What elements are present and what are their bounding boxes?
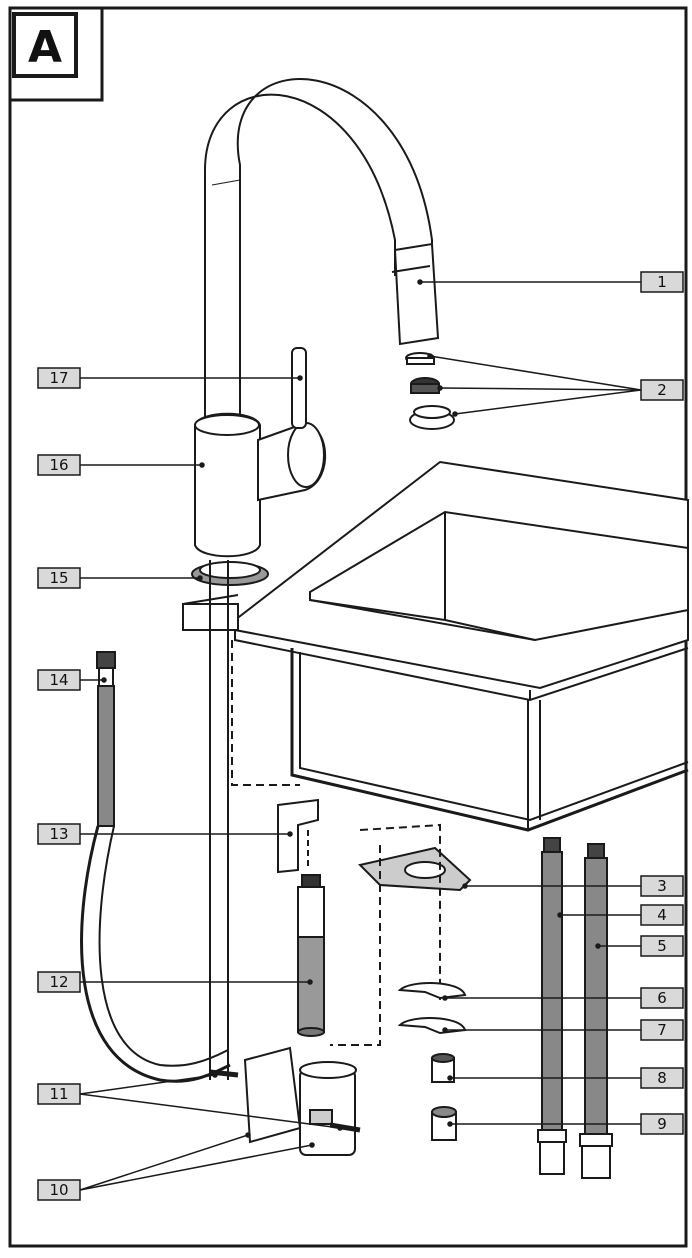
mounting-block: [209, 1046, 361, 1156]
leader-dot-8: [447, 1075, 453, 1081]
callout-number-15: 15: [49, 569, 68, 587]
callout-box-17: [37, 367, 81, 389]
leader-line-2: [439, 387, 642, 391]
callout-number-12: 12: [49, 973, 68, 991]
leader-dot-7: [442, 1027, 448, 1033]
callout-number-1: 1: [657, 273, 667, 291]
leader-dot-14: [101, 677, 107, 683]
callout-box-16: [37, 454, 81, 476]
callout-box-11: [37, 1083, 81, 1105]
callout-number-9: 9: [657, 1115, 667, 1133]
leader-dot-10: [245, 1132, 251, 1138]
callout-number-14: 14: [49, 671, 68, 689]
callout-box-5: [640, 935, 684, 957]
panel-label: A: [28, 22, 62, 73]
callout-box-15: [37, 567, 81, 589]
callout-box-4: [640, 904, 684, 926]
callout-17: 17: [37, 367, 81, 389]
callout-box-8: [640, 1067, 684, 1089]
leader-dot-2: [452, 411, 458, 417]
leader-line-10: [79, 1134, 249, 1191]
leader-dot-16: [199, 462, 205, 468]
callout-number-6: 6: [657, 989, 667, 1007]
callout-box-14: [37, 669, 81, 691]
leader-dot-4: [557, 912, 563, 918]
callout-5: 5: [640, 935, 684, 957]
callout-number-2: 2: [657, 381, 667, 399]
callout-number-8: 8: [657, 1069, 667, 1087]
callout-1: 1: [640, 271, 684, 293]
leader-dot-15: [197, 575, 203, 581]
callout-box-6: [640, 987, 684, 1009]
callout-box-7: [640, 1019, 684, 1041]
leader-lines: [79, 279, 642, 1191]
callout-box-13: [37, 823, 81, 845]
aerator-set: [405, 352, 455, 430]
callout-7: 7: [640, 1019, 684, 1041]
leader-line-2: [454, 389, 642, 415]
pull-out-hose: [80, 651, 231, 1083]
leader-dot-3: [462, 883, 468, 889]
callout-10: 10: [37, 1179, 81, 1201]
leader-line-11: [79, 1074, 216, 1095]
faucet-spout: [204, 78, 440, 421]
leader-dot-2: [427, 353, 433, 359]
leader-dot-17: [297, 375, 303, 381]
leader-dot-9: [447, 1121, 453, 1127]
leader-dot-10: [309, 1142, 315, 1148]
leader-line-10: [79, 1144, 313, 1191]
callout-box-12: [37, 971, 81, 993]
callout-15: 15: [37, 567, 81, 589]
leader-dot-5: [595, 943, 601, 949]
callout-box-10: [37, 1179, 81, 1201]
callout-3: 3: [640, 875, 684, 897]
hose-weight: [277, 798, 325, 1037]
callout-14: 14: [37, 669, 81, 691]
callout-number-11: 11: [49, 1085, 68, 1103]
callout-13: 13: [37, 823, 81, 845]
callout-number-17: 17: [49, 369, 68, 387]
leader-dot-11: [337, 1125, 343, 1131]
callout-12: 12: [37, 971, 81, 993]
callout-number-13: 13: [49, 825, 68, 843]
panel-label-box: A: [12, 12, 78, 78]
faucet-body: [194, 347, 326, 558]
callout-box-9: [640, 1113, 684, 1135]
mounting-rod: [209, 560, 300, 1080]
callout-number-5: 5: [657, 937, 667, 955]
callout-box-2: [640, 379, 684, 401]
leader-line-11: [79, 1093, 341, 1129]
callout-9: 9: [640, 1113, 684, 1135]
leader-dot-13: [287, 831, 293, 837]
callout-4: 4: [640, 904, 684, 926]
callout-16: 16: [37, 454, 81, 476]
callout-number-3: 3: [657, 877, 667, 895]
callout-number-10: 10: [49, 1181, 68, 1199]
mounting-bracket: [330, 823, 472, 1141]
callout-6: 6: [640, 987, 684, 1009]
callout-number-7: 7: [657, 1021, 667, 1039]
leader-line-2: [429, 355, 642, 391]
leader-dot-11: [212, 1072, 218, 1078]
callout-box-3: [640, 875, 684, 897]
sink-basin: [234, 460, 689, 832]
callout-2: 2: [640, 379, 684, 401]
callout-8: 8: [640, 1067, 684, 1089]
callout-box-1: [640, 271, 684, 293]
callout-number-4: 4: [657, 906, 667, 924]
supply-hoses: [537, 837, 613, 1179]
leader-dot-1: [417, 279, 423, 285]
callout-number-16: 16: [49, 456, 68, 474]
leader-dot-6: [442, 995, 448, 1001]
leader-dot-12: [307, 979, 313, 985]
callout-11: 11: [37, 1083, 81, 1105]
leader-dot-2: [437, 385, 443, 391]
